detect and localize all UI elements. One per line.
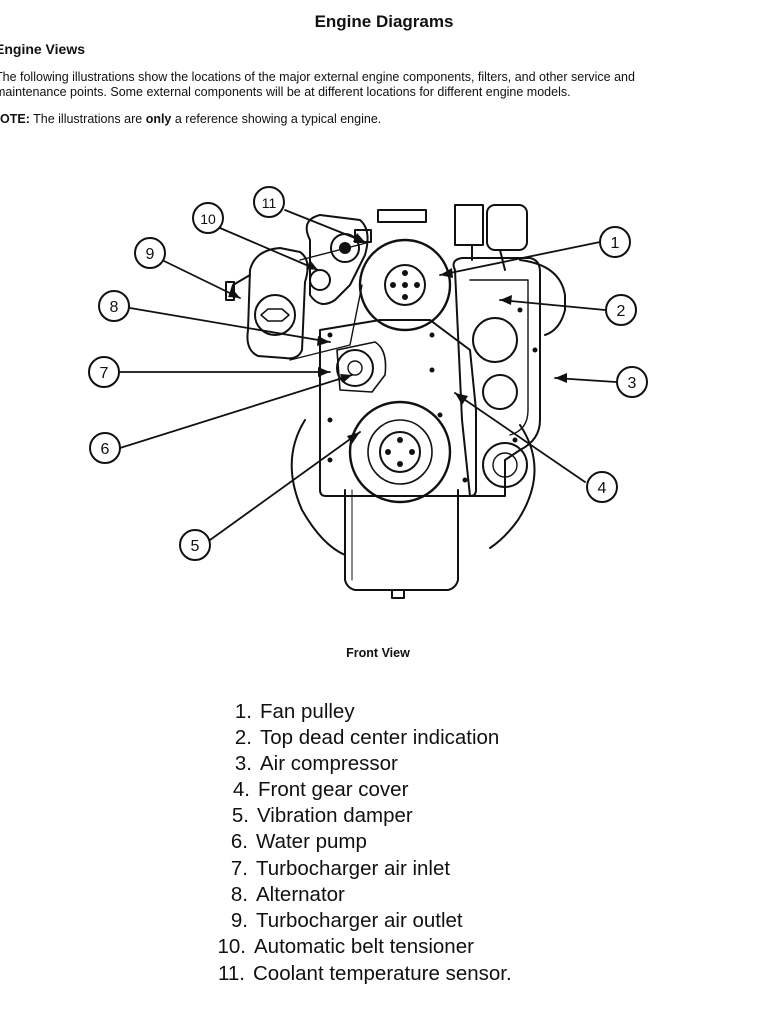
legend-number: 11. [218, 962, 245, 985]
water-pump-housing [336, 341, 387, 393]
alternator-nut [260, 308, 290, 322]
legend-item: 5. Vibration damper [215, 804, 413, 828]
crank-bolts [385, 437, 415, 467]
fan-pulley [358, 238, 452, 332]
note-label: NOTE: [0, 112, 30, 126]
legend-number: 4. [232, 778, 250, 801]
water-pump [336, 349, 374, 387]
intro-line-1: The following illustrations show the loc… [0, 70, 635, 84]
legend-number: 5. [231, 804, 249, 827]
alternator [246, 247, 309, 360]
legend-label: Coolant temperature sensor. [253, 962, 512, 985]
turbo-pipes [471, 244, 506, 271]
valve-cover [377, 209, 427, 223]
air-compressor-flange [482, 442, 528, 488]
callout-8: 8 [110, 299, 119, 316]
legend-item: 9. Turbocharger air outlet [214, 909, 463, 933]
note-emphasis: only [145, 112, 172, 126]
flywheel-housing-right [489, 424, 536, 549]
legend-number: 1. [234, 700, 252, 723]
fan-pulley-bolts [390, 270, 420, 300]
callout-arrowheads [228, 233, 567, 444]
turbocharger-housing [454, 204, 484, 246]
vibration-damper-inner [367, 419, 433, 485]
legend-item: 2. Top dead center indication [218, 726, 499, 750]
legend-item: 6. Water pump [214, 830, 367, 854]
automatic-belt-tensioner [305, 214, 369, 305]
legend-label: Air compressor [260, 752, 398, 775]
legend-label: Alternator [256, 883, 345, 906]
note-text-1: The illustrations are [29, 112, 146, 126]
legend-number: 9. [230, 909, 248, 932]
callout-circles [88, 186, 648, 561]
oil-pan [344, 489, 459, 591]
callout-9: 9 [146, 246, 155, 263]
legend-item: 1. Fan pulley [218, 700, 355, 724]
legend-label: Top dead center indication [260, 726, 500, 749]
section-heading: Engine Views [0, 41, 85, 57]
belt [289, 241, 371, 361]
block-bolts [327, 307, 538, 483]
legend-label: Automatic belt tensioner [254, 935, 474, 958]
callout-4: 4 [598, 480, 607, 497]
intro-paragraph: The following illustrations show the loc… [0, 70, 768, 99]
crank-hub [379, 431, 421, 473]
idler-pulley [309, 269, 331, 291]
alternator-pulley [254, 294, 296, 336]
legend-item: 4. Front gear cover [216, 778, 409, 802]
fan-pulley-hub [384, 264, 426, 306]
callout-7: 7 [100, 365, 109, 382]
note: NOTE: The illustrations are only a refer… [0, 112, 381, 126]
figure-caption: Front View [346, 646, 410, 660]
legend-item: 8. Alternator [214, 883, 345, 907]
hose [519, 259, 566, 336]
legend-label: Fan pulley [260, 700, 355, 723]
legend-item: 11. Coolant temperature sensor. [211, 962, 512, 986]
legend-item: 10. Automatic belt tensioner [212, 935, 474, 959]
vibration-damper [348, 400, 452, 504]
turbocharger [486, 204, 528, 251]
legend-label: Front gear cover [258, 778, 409, 801]
gear-cover-hub [482, 374, 518, 410]
callout-10: 10 [200, 211, 216, 227]
engine-front-view-figure: 1 2 3 4 5 6 7 8 9 10 11 [0, 160, 768, 640]
callout-1: 1 [611, 235, 620, 252]
drain-plug [391, 589, 405, 599]
legend-number: 10. [217, 935, 247, 958]
callout-3: 3 [628, 375, 637, 392]
legend-number: 8. [230, 883, 248, 906]
callout-2: 2 [617, 303, 626, 320]
legend-item: 7. Turbocharger air inlet [214, 857, 450, 881]
air-compressor-bore [492, 452, 518, 478]
gear-cover-opening [472, 317, 518, 363]
note-text-2: a reference showing a typical engine. [171, 112, 382, 126]
page-title: Engine Diagrams [314, 12, 454, 31]
legend-number: 2. [234, 726, 252, 749]
legend-label: Turbocharger air inlet [256, 857, 451, 880]
gear-cover-inner [469, 279, 529, 436]
legend-label: Vibration damper [257, 804, 413, 827]
flywheel-housing [290, 419, 346, 556]
legend-number: 3. [234, 752, 252, 775]
engine-diagram: 1 2 3 4 5 6 7 8 9 10 11 [88, 186, 648, 599]
callout-6: 6 [101, 441, 110, 458]
legend-item: 3. Air compressor [218, 752, 398, 776]
legend-label: Turbocharger air outlet [256, 909, 463, 932]
water-pump-hub [347, 360, 363, 376]
intro-line-2: maintenance points. Some external compon… [0, 84, 571, 99]
legend-number: 6. [230, 830, 248, 853]
legend-number: 7. [230, 857, 248, 880]
legend-label: Water pump [256, 830, 367, 853]
callout-11: 11 [262, 195, 277, 211]
callout-5: 5 [191, 538, 200, 555]
